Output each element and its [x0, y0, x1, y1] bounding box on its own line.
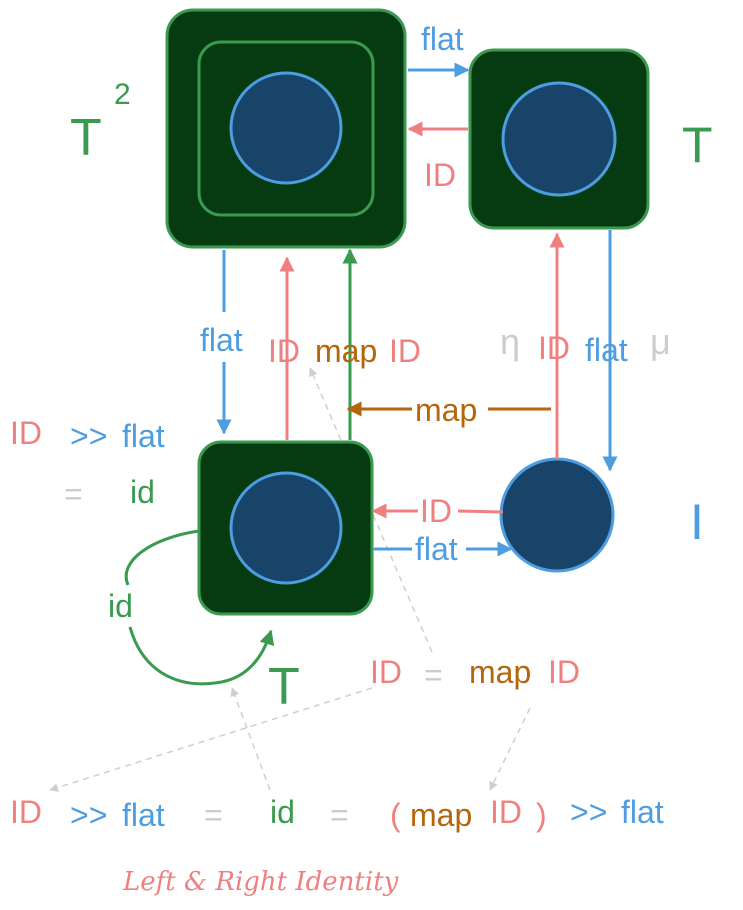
bottom-eq-flat1: flat	[122, 797, 165, 833]
t-squared-node	[165, 8, 407, 249]
map-middle-label: map	[415, 392, 477, 428]
pointer-to-loop	[230, 687, 271, 791]
id-right-label: ID	[538, 330, 570, 366]
id-loop-label: id	[108, 588, 133, 624]
mu-label: μ	[650, 321, 671, 362]
flat-top-label: flat	[421, 21, 464, 57]
t-bottom-label: T	[268, 658, 300, 716]
eta-label: η	[500, 321, 520, 362]
bottom-eq-id2: ID	[490, 794, 522, 830]
t-bottom-core	[229, 471, 343, 585]
mid-eq-equals: =	[424, 657, 443, 693]
mid-eq-id2: ID	[548, 654, 580, 690]
t-right-label: T	[682, 117, 713, 173]
id-left-label: ID	[268, 333, 300, 369]
id-middle-label: ID	[420, 493, 452, 529]
arrow-id-loop-lower	[128, 626, 275, 686]
left-eq-flat: flat	[122, 418, 165, 454]
bottom-eq-mid: id	[270, 794, 295, 830]
bottom-eq-map: map	[410, 797, 472, 833]
bottom-eq-lparen: (	[390, 797, 401, 833]
map-left-label: map	[315, 333, 377, 369]
t-squared-label: T	[70, 109, 102, 167]
identity-node	[499, 457, 615, 573]
flat-right-label: flat	[585, 332, 628, 368]
t-right-core	[501, 81, 617, 197]
left-eq-op: >>	[70, 418, 107, 454]
mid-eq-id: ID	[370, 654, 402, 690]
bottom-equation: ID >> flat = id = ( map ID ) >> flat	[10, 794, 664, 833]
arrow-id-middle-right	[457, 509, 504, 514]
left-equation: ID >> flat = id	[10, 415, 165, 512]
id-top-label: ID	[424, 157, 456, 193]
middle-equation: ID = map ID	[370, 654, 580, 693]
bottom-eq-op1: >>	[70, 797, 107, 833]
t-right-node	[468, 48, 650, 230]
t-bottom-node	[197, 440, 374, 616]
t-squared-core	[229, 71, 343, 185]
caption: Left & Right Identity	[122, 867, 399, 897]
bottom-eq-op2: >>	[570, 794, 607, 830]
bottom-eq-equals2: =	[330, 797, 349, 833]
arrow-id-loop-upper	[124, 529, 200, 586]
left-eq-id: ID	[10, 415, 42, 451]
left-eq-equals: =	[64, 476, 83, 512]
pointer-to-bottom-id	[49, 687, 373, 792]
bottom-eq-rparen: )	[536, 797, 547, 833]
flat-middle-label: flat	[415, 531, 458, 567]
identity-label: I	[690, 494, 704, 550]
id-left2-label: ID	[389, 333, 421, 369]
t-squared-exponent: 2	[114, 78, 131, 111]
arrows	[124, 62, 618, 686]
mid-eq-map: map	[469, 654, 531, 690]
bottom-eq-id: ID	[10, 794, 42, 830]
left-eq-rhs: id	[130, 474, 155, 510]
bottom-eq-flat2: flat	[621, 794, 664, 830]
pointer-to-paren-map	[489, 707, 531, 791]
flat-left-label: flat	[200, 322, 243, 358]
bottom-eq-equals1: =	[204, 797, 223, 833]
